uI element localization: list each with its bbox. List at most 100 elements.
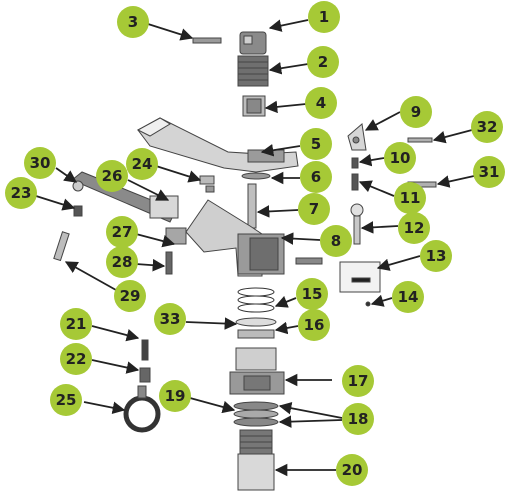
leader-31: [436, 175, 475, 188]
leader-1: [268, 19, 309, 32]
svg-text:20: 20: [342, 461, 363, 479]
svg-text:24: 24: [132, 155, 153, 173]
part-washer-19: [233, 401, 279, 411]
leader-2: [268, 62, 309, 75]
part-spring-15: [237, 287, 275, 313]
part-screw-28: [165, 251, 173, 275]
callout-33: 33: [154, 303, 186, 335]
svg-text:26: 26: [102, 167, 123, 185]
leader-18a: [278, 401, 343, 419]
svg-text:1: 1: [319, 8, 329, 26]
leader-27: [135, 233, 176, 248]
part-spindle: [247, 183, 257, 229]
callout-16: 16: [298, 309, 330, 341]
callout-30: 30: [24, 147, 56, 179]
part-spring-22: [139, 367, 151, 383]
callout-badges: 1 2 3 4 5 6 7 8 9 10 11 12 13 14 15 16 1…: [5, 1, 505, 486]
callout-17: 17: [342, 365, 374, 397]
callout-12: 12: [398, 212, 430, 244]
svg-text:11: 11: [400, 189, 421, 207]
callout-32: 32: [471, 111, 503, 143]
leader-11: [358, 180, 395, 197]
svg-text:30: 30: [30, 154, 51, 172]
svg-text:4: 4: [316, 94, 326, 112]
svg-text:32: 32: [477, 118, 498, 136]
leader-21: [91, 325, 140, 342]
part-pin-32: [407, 137, 433, 143]
callout-25: 25: [50, 384, 82, 416]
callout-8: 8: [320, 225, 352, 257]
svg-text:12: 12: [404, 219, 425, 237]
leader-13: [376, 255, 421, 271]
svg-text:16: 16: [304, 316, 325, 334]
leader-5: [260, 144, 301, 157]
part-washer-18b: [233, 417, 279, 427]
leader-3: [147, 23, 194, 41]
svg-text:9: 9: [411, 103, 421, 121]
part-long-screw-29: [53, 231, 70, 262]
callout-21: 21: [60, 308, 92, 340]
callout-15: 15: [296, 278, 328, 310]
callout-26: 26: [96, 160, 128, 192]
svg-text:21: 21: [66, 315, 87, 333]
svg-text:15: 15: [302, 285, 323, 303]
part-bolt-10: [351, 157, 359, 169]
svg-text:8: 8: [331, 232, 341, 250]
callout-14: 14: [392, 281, 424, 313]
callout-20: 20: [336, 454, 368, 486]
svg-text:33: 33: [160, 310, 181, 328]
leader-16: [274, 321, 299, 335]
callout-11: 11: [394, 182, 426, 214]
callout-4: 4: [305, 87, 337, 119]
callout-13: 13: [420, 240, 452, 272]
callout-5: 5: [300, 128, 332, 160]
svg-text:19: 19: [165, 387, 186, 405]
callout-2: 2: [307, 46, 339, 78]
svg-text:13: 13: [426, 247, 447, 265]
part-bolt-11: [351, 173, 359, 191]
leader-28: [135, 258, 166, 272]
svg-text:18: 18: [348, 410, 369, 428]
part-clip-9: [347, 123, 367, 151]
leader-23: [35, 195, 76, 211]
callout-1: 1: [308, 1, 340, 33]
part-screw-21: [141, 339, 149, 361]
part-threaded-cartridge: [237, 55, 269, 87]
svg-text:5: 5: [311, 135, 321, 153]
svg-text:17: 17: [348, 372, 369, 390]
callout-9: 9: [400, 96, 432, 128]
leader-7: [256, 205, 299, 218]
part-key-12: [350, 203, 364, 245]
part-lever-handle: [136, 117, 299, 173]
svg-text:27: 27: [112, 223, 133, 241]
leader-32: [432, 129, 473, 144]
leader-10: [358, 153, 385, 167]
callout-7: 7: [298, 193, 330, 225]
callout-27: 27: [106, 216, 138, 248]
part-threaded-tail-20: [237, 429, 275, 491]
callout-24: 24: [126, 148, 158, 180]
leader-18b: [278, 415, 343, 428]
callout-29: 29: [114, 280, 146, 312]
leader-4: [264, 100, 307, 114]
callout-3: 3: [117, 6, 149, 38]
parts-layer: [53, 31, 437, 491]
callout-22: 22: [60, 343, 92, 375]
leader-24: [155, 165, 202, 183]
leader-30: [55, 167, 78, 183]
svg-text:14: 14: [398, 288, 419, 306]
svg-text:7: 7: [309, 200, 319, 218]
callout-23: 23: [5, 177, 37, 209]
svg-text:6: 6: [311, 168, 321, 186]
part-small-nut: [242, 95, 266, 117]
part-box-13: [339, 261, 381, 293]
part-ring-25: [123, 385, 161, 433]
part-washer-33: [235, 317, 277, 327]
svg-text:2: 2: [318, 53, 328, 71]
callout-28: 28: [106, 246, 138, 278]
part-screw-14: [365, 301, 371, 307]
part-faucet-body: [185, 199, 323, 277]
svg-text:23: 23: [11, 184, 32, 202]
svg-text:29: 29: [120, 287, 141, 305]
